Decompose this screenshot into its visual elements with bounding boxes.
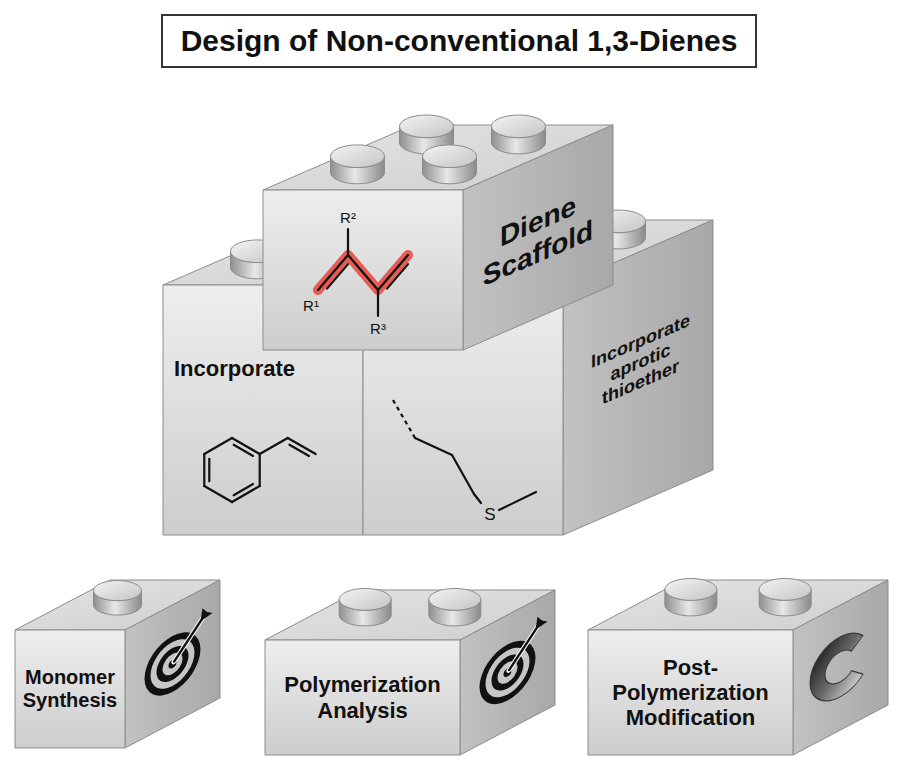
diene-highlight [318,255,408,290]
brick-side [463,125,613,350]
title-box: Design of Non-conventional 1,3-Dienes [161,14,758,68]
bond-line [204,486,232,502]
bond-line [499,492,536,510]
bond-line [348,255,378,290]
stud-top [665,578,717,600]
lego-brick [265,588,555,755]
bond-line [377,290,379,316]
bond-line [327,264,348,289]
stud-top [339,588,391,610]
bond-line [415,438,452,455]
brick-label: Post- Polymerization Modification [588,630,793,755]
title-text: Design of Non-conventional 1,3-Dienes [181,24,738,57]
brick-text: Incorporate [174,356,316,381]
bond-line [259,454,261,486]
brick-label: Incorporate [170,356,320,381]
stud-top [429,588,481,610]
target-icon [480,611,548,715]
bond-line [203,454,205,486]
bond-line [393,400,415,438]
lego-brick [263,115,613,350]
stud-top [759,578,811,600]
bond-line [289,445,309,456]
bond-line [318,255,348,290]
clamp-icon [810,625,863,713]
structure-label: R² [340,210,356,225]
brick-front [588,630,793,755]
bond-line [208,459,210,481]
target-icon [145,603,213,707]
bond-line [474,494,481,503]
stud-top [423,145,477,168]
brick-label: Polymerization Analysis [265,640,460,755]
bond-line [378,255,408,290]
stud-top [94,581,142,601]
brick-front [263,190,463,350]
lego-brick [588,578,888,755]
brick-label: Monomer Synthesis [15,630,125,748]
stud-top [400,115,454,138]
bond-line [204,438,232,454]
structure-label: S [484,506,495,523]
stud-top [331,145,385,168]
brick-front [15,630,125,748]
bond-line [347,229,349,255]
structure-label: R¹ [303,298,319,313]
structure-label: R³ [370,321,386,336]
lego-brick [15,580,220,748]
bond-line [452,455,474,494]
bond-line [260,438,288,454]
bond-line [234,484,253,495]
bond-line [234,445,253,456]
stud-top [492,115,546,138]
brick-text: Monomer Synthesis [19,666,121,712]
brick-text: Post- Polymerization Modification [592,655,789,731]
brick-front [265,640,460,755]
brick-text: Polymerization Analysis [269,672,456,723]
bond-line [387,264,408,289]
